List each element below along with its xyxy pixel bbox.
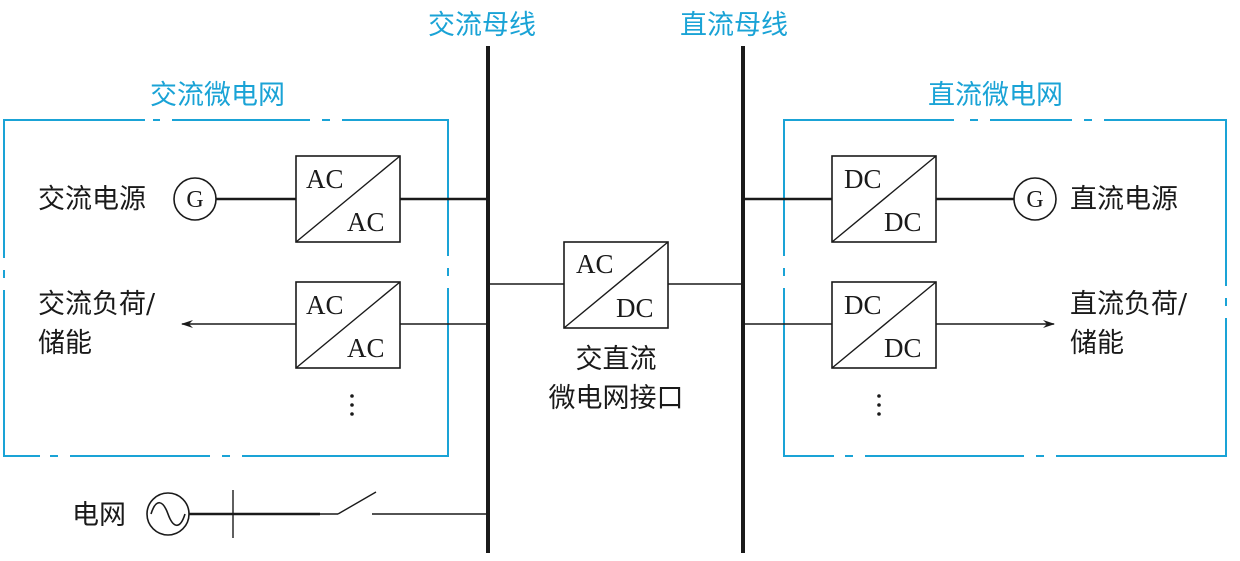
converter-output-label: AC (347, 333, 385, 363)
dc-bus-label: 直流母线 (680, 10, 788, 41)
interface-label-line1: 交直流 (576, 344, 657, 375)
converter-input-label: DC (844, 290, 882, 320)
converter-input-label: AC (576, 249, 614, 279)
ac-load-label-line1: 交流负荷/ (38, 289, 156, 320)
ac-microgrid-title: 交流微电网 (150, 80, 285, 111)
ac-ac-converter-1: AC AC (295, 155, 401, 243)
grid-label: 电网 (72, 500, 126, 531)
ac-bus-label: 交流母线 (428, 10, 536, 41)
ac-dc-converter: AC DC (563, 241, 669, 329)
dc-load-label-line2: 储能 (1070, 328, 1124, 359)
converter-input-label: AC (306, 290, 344, 320)
dc-more-ellipsis-icon (877, 394, 881, 416)
dc-microgrid-title: 直流微电网 (928, 80, 1063, 111)
ac-more-ellipsis-icon (350, 394, 354, 416)
converter-output-label: DC (616, 293, 654, 323)
ac-dc-interface: AC DC 交直流 微电网接口 (488, 241, 743, 414)
grid-switch-open-icon[interactable] (337, 491, 377, 515)
ac-source-sine-icon (146, 492, 190, 536)
ac-generator-symbol: G (186, 187, 203, 213)
ac-load-label-line2: 储能 (38, 328, 92, 359)
dc-generator-symbol: G (1026, 187, 1043, 213)
converter-output-label: DC (884, 207, 922, 237)
ac-generator-icon: G (173, 177, 217, 221)
converter-input-label: DC (844, 164, 882, 194)
dc-microgrid-boundary (783, 119, 1227, 457)
converter-input-label: AC (306, 164, 344, 194)
ac-ac-converter-2: AC AC (295, 281, 401, 369)
utility-grid: 电网 (72, 490, 488, 538)
dc-microgrid: 直流微电网 DC DC G 直流电源 (743, 80, 1227, 457)
ac-source-label: 交流电源 (38, 184, 146, 215)
dc-dc-converter-2: DC DC (831, 281, 937, 369)
dc-generator-icon: G (1013, 177, 1057, 221)
dc-load-label-line1: 直流负荷/ (1070, 289, 1188, 320)
converter-output-label: AC (347, 207, 385, 237)
ac-microgrid-boundary (3, 119, 449, 457)
interface-label-line2: 微电网接口 (549, 383, 684, 414)
converter-output-label: DC (884, 333, 922, 363)
dc-dc-converter-1: DC DC (831, 155, 937, 243)
dc-source-label: 直流电源 (1070, 184, 1178, 215)
ac-microgrid: 交流微电网 交流电源 G AC AC (3, 80, 488, 457)
